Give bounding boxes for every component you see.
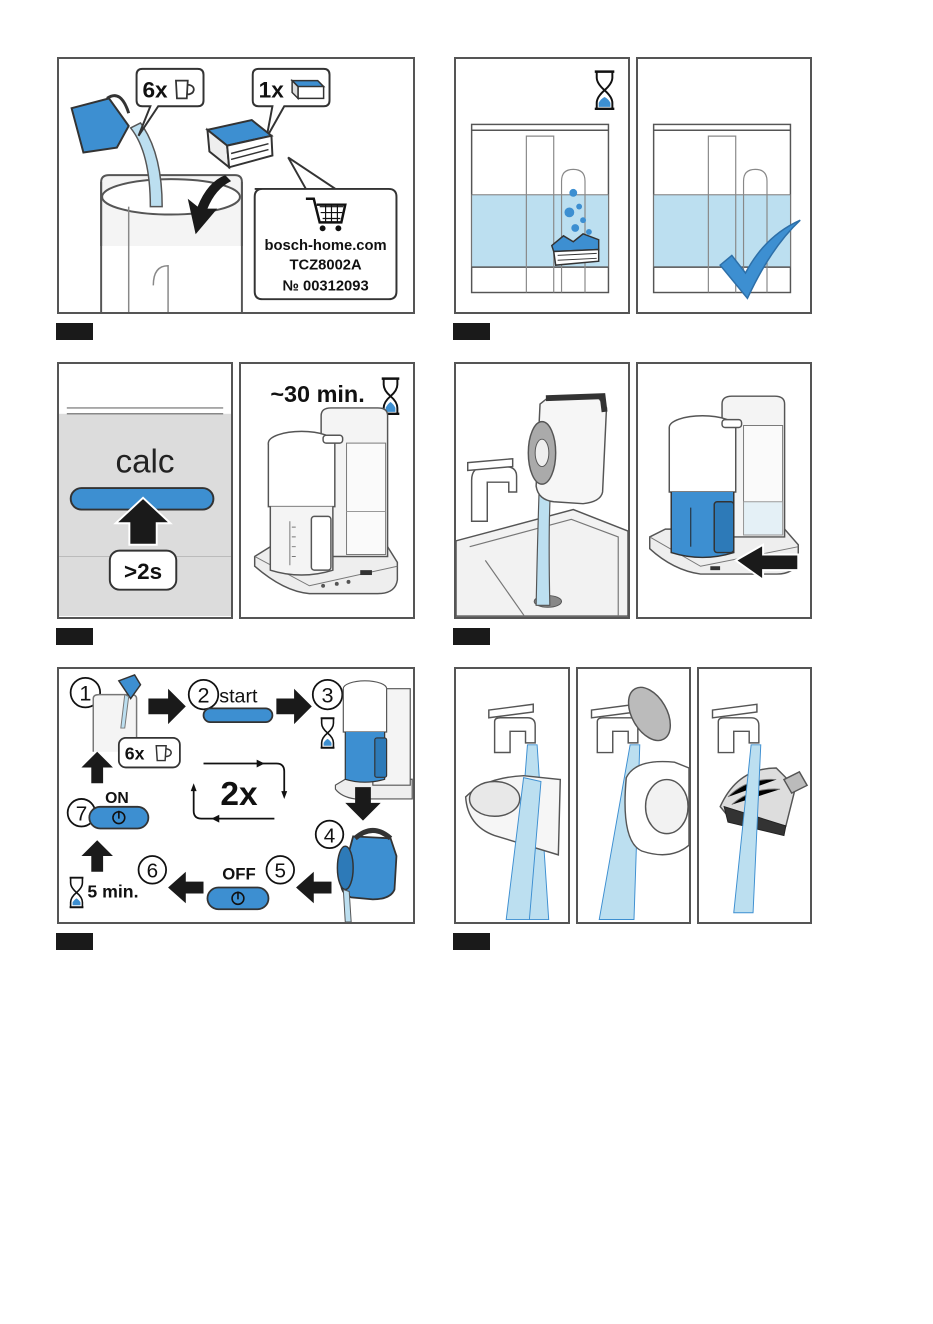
step3-panel-b: ~30 min. [239, 362, 415, 619]
step1-panel: 6x 1x [57, 57, 415, 314]
step3-number-bar [56, 628, 93, 645]
info-url: bosch-home.com [265, 238, 387, 254]
water-tank [101, 175, 242, 312]
step-number-2: 2 [197, 682, 209, 707]
step4b-illustration [638, 364, 810, 617]
start-button[interactable] [204, 708, 273, 722]
arrow-icon [81, 840, 113, 872]
step-number-5: 5 [275, 860, 287, 883]
jug-icon [337, 830, 396, 922]
tablet-illustration [207, 120, 272, 167]
step4-panel-a [454, 362, 630, 619]
arrow-icon [148, 689, 185, 724]
step4-panel-b [636, 362, 812, 619]
step-number-6: 6 [147, 860, 159, 883]
step2a-illustration [456, 59, 628, 312]
tablet-callout: 1x [253, 69, 330, 138]
wait-time-label: 5 min. [87, 881, 138, 901]
off-label: OFF [222, 865, 255, 884]
arrow-icon [168, 872, 203, 904]
calc-button-label: calc [115, 443, 174, 480]
hourglass-icon [321, 718, 335, 748]
step2-panel-b [636, 57, 812, 314]
arrow-icon [296, 872, 331, 904]
step6b-illustration [578, 669, 689, 922]
step3a-illustration: calc >2s [59, 364, 231, 617]
step3-panel-a: calc >2s [57, 362, 233, 619]
step5-number-bar [56, 933, 93, 950]
coffee-machine-icon [335, 681, 412, 799]
repeat-count: 2x [220, 776, 258, 813]
filter-holder-icon [720, 768, 807, 836]
step5-illustration: 1 6x 2 start 3 [59, 669, 413, 922]
on-label: ON [105, 790, 129, 807]
hourglass-icon [70, 878, 84, 908]
step2-panel-a [454, 57, 630, 314]
info-model: TCZ8002A [290, 258, 362, 274]
step2-number-bar [453, 323, 490, 340]
descaling-tablet-icon [292, 81, 324, 99]
hold-duration-label: >2s [124, 559, 162, 584]
step1-illustration: 6x 1x [59, 59, 413, 312]
coffee-machine-icon [255, 408, 398, 594]
step2b-illustration [638, 59, 810, 312]
step6-panel-c [697, 667, 812, 924]
step6-panel-a [454, 667, 570, 924]
cups-count: 6x [125, 744, 145, 764]
step5-panel: 1 6x 2 start 3 [57, 667, 415, 924]
arrow-icon [81, 752, 113, 784]
cups-callout: 6x [137, 69, 204, 136]
info-box: bosch-home.com TCZ8002A № 00312093 [255, 157, 397, 299]
step6c-illustration [699, 669, 810, 922]
step4-number-bar [453, 628, 490, 645]
jug-icon [528, 396, 606, 504]
coffee-machine-icon [650, 396, 799, 574]
duration-label: ~30 min. [270, 381, 364, 407]
pitcher-icon [72, 96, 129, 153]
water-stream [734, 745, 761, 913]
water-tank-icon [466, 776, 561, 855]
step-number-1: 1 [79, 681, 91, 706]
step6-panel-b [576, 667, 691, 924]
step3b-illustration: ~30 min. [241, 364, 413, 617]
cups-count: 6x [142, 77, 168, 102]
step1-number-bar [56, 323, 93, 340]
info-number: № 00312093 [282, 278, 368, 294]
faucet-icon [468, 459, 517, 522]
step-number-7: 7 [76, 803, 88, 826]
tablet-count: 1x [259, 77, 285, 102]
step-number-3: 3 [322, 682, 334, 707]
step6a-illustration [456, 669, 568, 922]
step-number-4: 4 [324, 824, 336, 847]
start-label: start [219, 685, 258, 707]
step6-number-bar [453, 933, 490, 950]
hourglass-icon [595, 72, 615, 109]
arrow-icon [276, 689, 311, 724]
step4a-illustration [456, 364, 628, 617]
